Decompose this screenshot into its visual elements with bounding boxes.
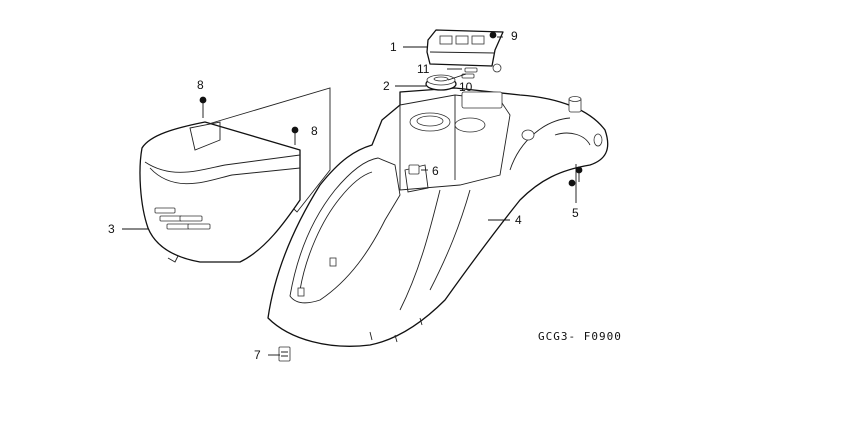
clip-part — [408, 164, 420, 175]
callout-5: 5 — [572, 206, 579, 220]
callout-8-upper: 8 — [197, 78, 204, 92]
screw-icon — [489, 31, 497, 39]
callout-1: 1 — [390, 40, 397, 54]
bolt-icon — [568, 166, 583, 187]
callout-11: 11 — [417, 62, 430, 76]
callout-8-lower: 8 — [311, 124, 318, 138]
screw-icon — [291, 126, 299, 145]
vent-grille — [154, 207, 211, 230]
grommet-part — [425, 74, 457, 91]
washer-icon — [492, 63, 502, 73]
leader-lines — [122, 36, 577, 356]
callout-10: 10 — [459, 80, 473, 94]
callout-7: 7 — [254, 348, 261, 362]
callouts: 1 2 3 4 5 6 7 8 8 9 10 11 — [108, 29, 579, 362]
cushion-part — [461, 67, 478, 79]
figure-code: GCG3- F0900 — [538, 330, 622, 343]
callout-3: 3 — [108, 222, 115, 236]
callout-2: 2 — [383, 79, 390, 93]
screw-icon — [199, 96, 207, 118]
nut-clip-part — [278, 346, 291, 362]
side-cover-part — [139, 87, 331, 263]
cover-plate-part — [426, 29, 504, 67]
callout-9: 9 — [511, 29, 518, 43]
callout-4: 4 — [515, 213, 522, 227]
rear-fender-part — [267, 87, 609, 347]
callout-6: 6 — [432, 164, 439, 178]
